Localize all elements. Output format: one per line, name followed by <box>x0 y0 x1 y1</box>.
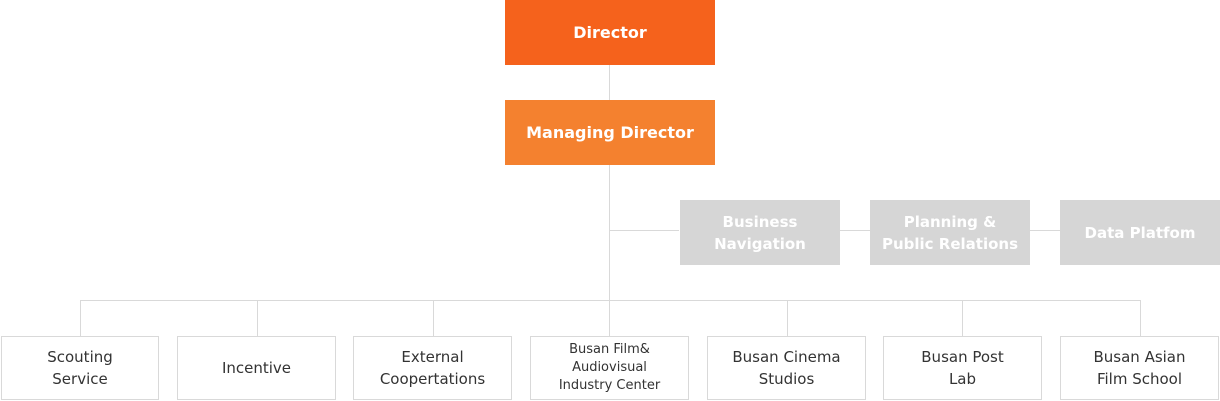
connector-dept-1 <box>80 300 81 336</box>
dept-external-coopertations: External Coopertations <box>353 336 512 400</box>
connector-director-manager <box>609 65 610 100</box>
staff-unit-data-platform: Data Platfom <box>1060 200 1220 265</box>
dept-incentive: Incentive <box>177 336 336 400</box>
dept-label-line1: Busan Post <box>921 348 1004 366</box>
dept-busan-post-lab: Busan Post Lab <box>883 336 1042 400</box>
dept-label-line1: Incentive <box>221 359 292 377</box>
dept-label-line2: Audiovisual <box>572 360 647 375</box>
dept-label-line1: Busan Cinema <box>732 348 841 366</box>
dept-scouting-service: Scouting Service <box>1 336 159 400</box>
dept-busan-film-audiovisual-industry-center: Busan Film& Audiovisual Industry Center <box>530 336 689 400</box>
staff-unit-label-line1: Planning & <box>903 212 997 231</box>
dept-label-line2: Coopertations <box>379 370 486 388</box>
staff-unit-label-line1: Data Platfom <box>1084 223 1196 242</box>
connector-dept-bus <box>80 300 1141 301</box>
connector-manager-trunk <box>609 165 610 336</box>
dept-busan-cinema-studios: Busan Cinema Studios <box>707 336 866 400</box>
dept-label-line1: External <box>401 348 464 366</box>
dept-label-line1: Busan Asian <box>1093 348 1186 366</box>
staff-unit-label-line1: Business <box>722 212 798 231</box>
dept-label-line1: Busan Film& <box>569 342 650 357</box>
staff-unit-label-line2: Public Relations <box>881 234 1019 253</box>
staff-unit-planning-public-relations: Planning & Public Relations <box>870 200 1030 265</box>
connector-dept-5 <box>787 300 788 336</box>
director-label: Director <box>573 22 647 42</box>
staff-unit-label-line2: Navigation <box>714 234 806 253</box>
dept-label-line3: Industry Center <box>558 378 661 393</box>
connector-staff-1-2 <box>840 230 870 231</box>
dept-label-line2: Studios <box>758 370 815 388</box>
connector-dept-7 <box>1140 300 1141 336</box>
connector-staff-2-3 <box>1030 230 1060 231</box>
connector-staff-branch <box>609 230 679 231</box>
dept-label-line1: Scouting <box>47 348 113 366</box>
dept-label-line2: Lab <box>948 370 977 388</box>
dept-label-line2: Film School <box>1096 370 1183 388</box>
dept-label-line2: Service <box>52 370 108 388</box>
connector-dept-6 <box>962 300 963 336</box>
managing-director-label: Managing Director <box>526 122 694 142</box>
connector-dept-3 <box>433 300 434 336</box>
dept-busan-asian-film-school: Busan Asian Film School <box>1060 336 1219 400</box>
director-node: Director <box>505 0 715 65</box>
managing-director-node: Managing Director <box>505 100 715 165</box>
connector-dept-2 <box>257 300 258 336</box>
staff-unit-business-navigation: Business Navigation <box>680 200 840 265</box>
